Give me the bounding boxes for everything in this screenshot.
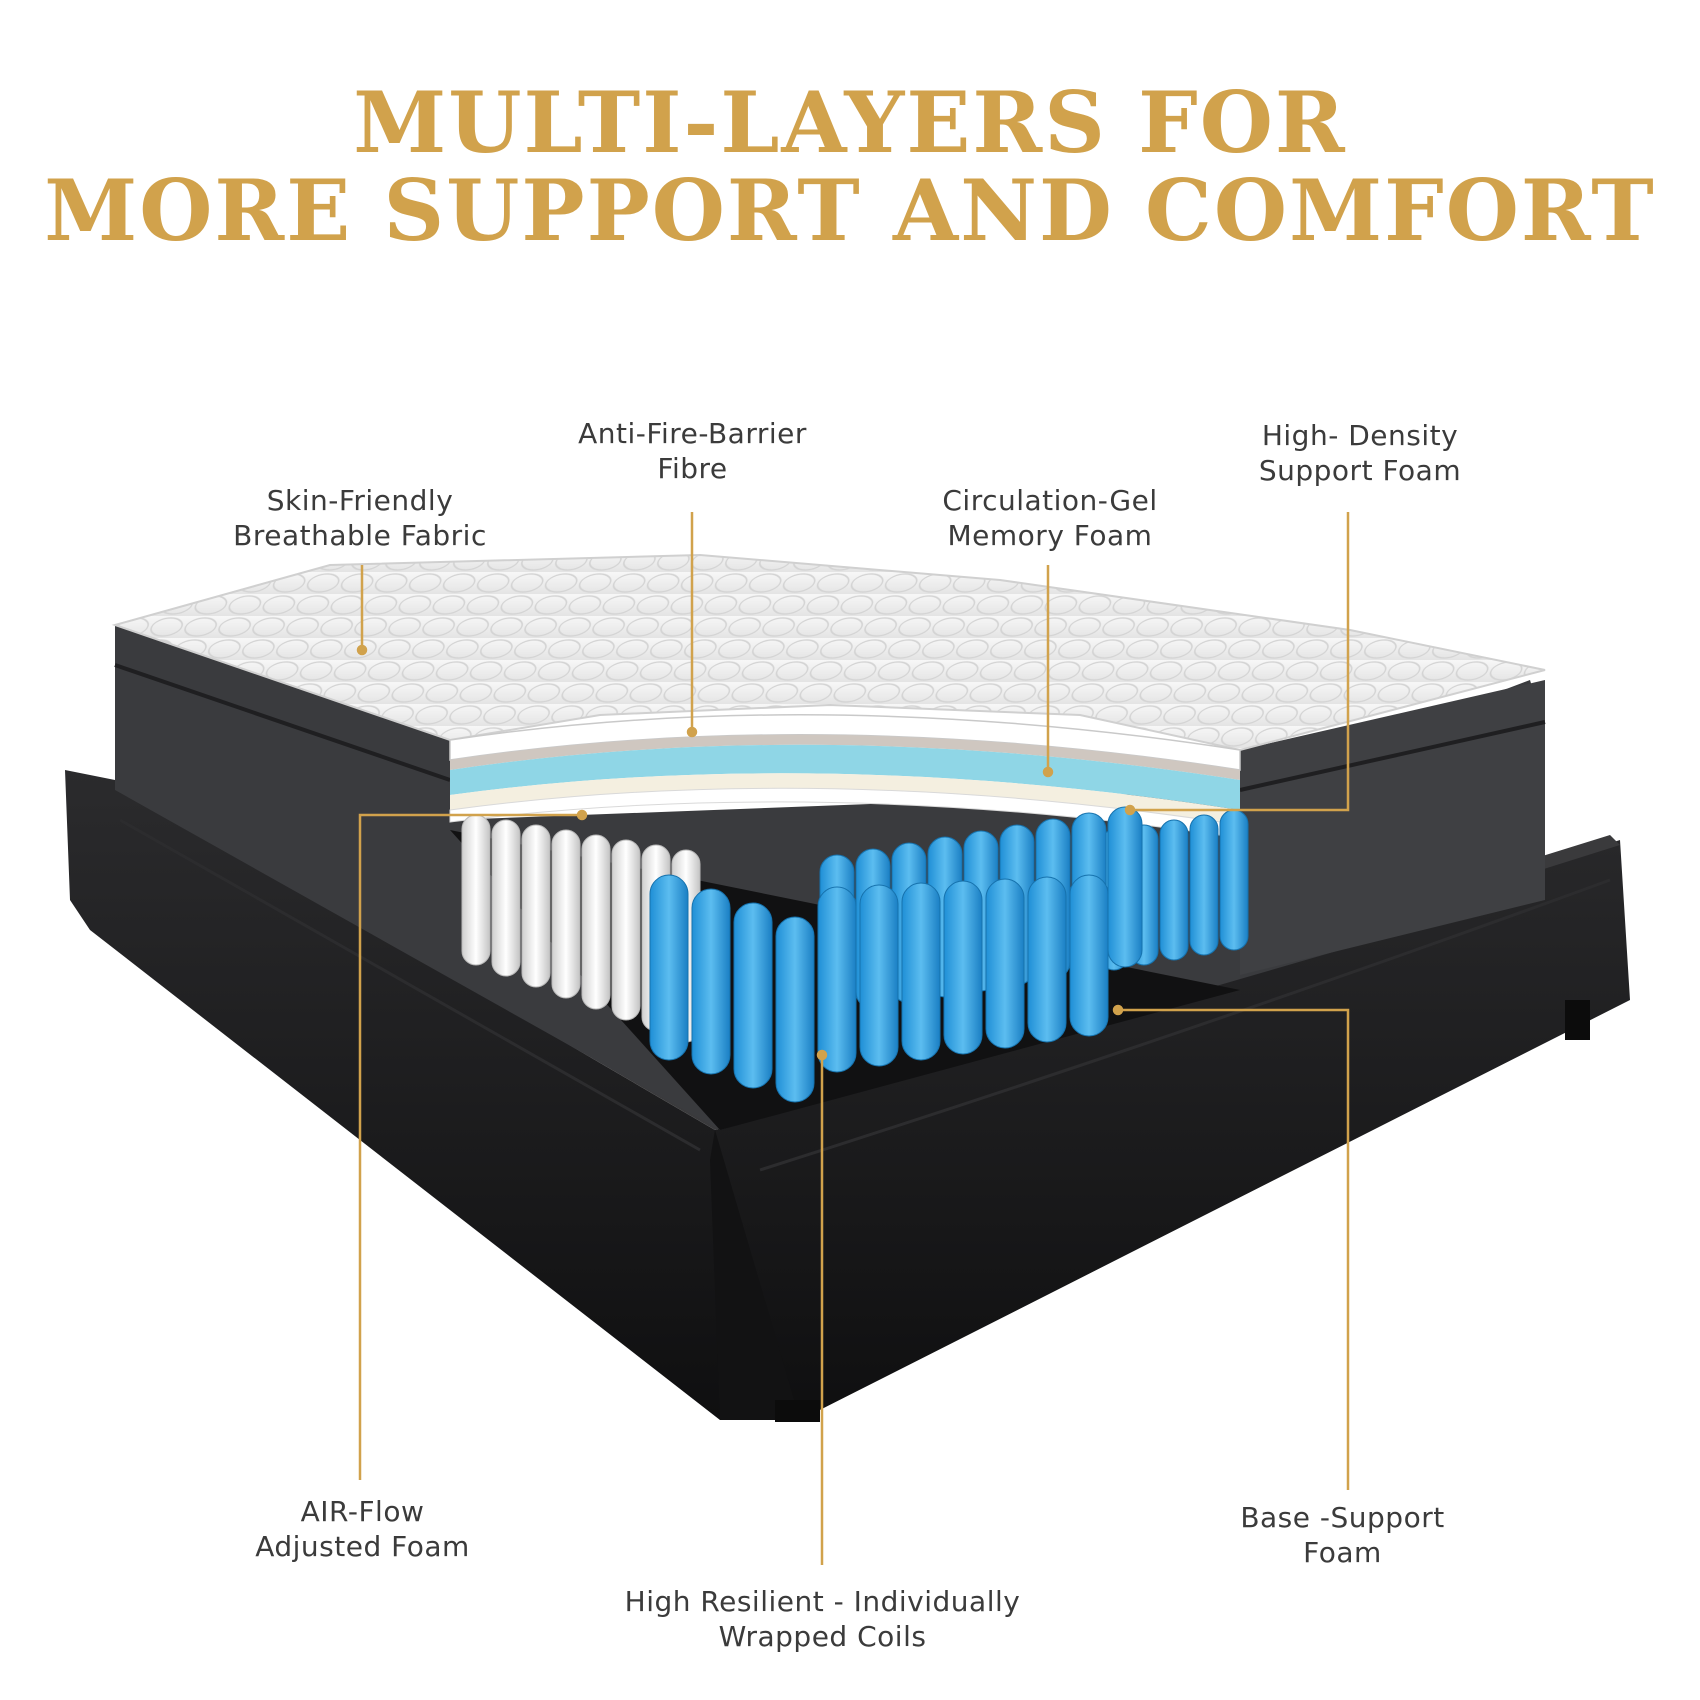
coil [1189,814,1219,956]
coil [943,880,983,1055]
coil [1027,876,1067,1043]
coil [611,839,641,1021]
label-base-line-1: Base -Support [1240,1501,1445,1534]
dot-coils [816,1049,828,1061]
dot-airflow [576,809,588,821]
coil [691,888,731,1075]
leader-base [1118,1008,1350,1490]
dot-base [1112,1004,1124,1016]
leader-lines [356,512,1350,1565]
dot-fabric [356,644,368,656]
label-airflow-line-2: Adjusted Foam [255,1530,470,1563]
label-base-support-foam: Base -Support Foam [1215,1500,1470,1570]
label-gel-line-1: Circulation-Gel [942,484,1158,517]
coil [551,829,581,999]
dot-gel [1042,766,1054,778]
coil [733,902,773,1089]
mattress-top-quilted-fabric [111,553,1546,752]
label-fabric-line-2: Breathable Fabric [233,519,487,552]
headline-line-1: MULTI-LAYERS FOR [353,73,1347,172]
label-wrapped-coils: High Resilient - Individually Wrapped Co… [600,1584,1045,1654]
label-gel-line-2: Memory Foam [947,519,1153,552]
coil [817,886,857,1073]
label-base-line-2: Foam [1303,1536,1382,1569]
coil [859,884,899,1067]
dot-density [1124,804,1136,816]
label-fire-line-2: Fibre [657,452,728,485]
coil [1069,874,1109,1037]
label-density-line-1: High- Density [1261,419,1459,452]
coil [461,814,491,966]
label-airflow-foam: AIR-Flow Adjusted Foam [230,1494,495,1564]
label-coils-line-1: High Resilient - Individually [624,1585,1021,1618]
cutaway-layers [449,714,1241,839]
coil [581,834,611,1010]
label-coils-line-2: Wrapped Coils [718,1620,927,1653]
label-airflow-line-1: AIR-Flow [300,1495,425,1528]
coil [775,916,815,1103]
headline-line-2: MORE SUPPORT AND COMFORT [44,161,1656,260]
leader-density [1130,512,1350,812]
label-high-density-foam: High- Density Support Foam [1230,418,1490,488]
label-skin-friendly-fabric: Skin-Friendly Breathable Fabric [210,483,510,553]
coil [521,824,551,988]
label-circulation-gel-foam: Circulation-Gel Memory Foam [920,483,1180,553]
label-fire-line-1: Anti-Fire-Barrier [578,417,807,450]
coil [491,819,521,977]
label-anti-fire-barrier: Anti-Fire-Barrier Fibre [550,416,835,486]
coil [649,874,689,1061]
coil [985,878,1025,1049]
coil [1219,809,1249,951]
coil [1107,806,1143,968]
coil-block [461,806,1249,1103]
coil [1159,819,1189,961]
dot-fire [686,726,698,738]
label-fabric-line-1: Skin-Friendly [266,484,454,517]
leader-airflow [358,813,582,1480]
label-density-line-2: Support Foam [1258,454,1462,487]
coil [901,882,941,1061]
